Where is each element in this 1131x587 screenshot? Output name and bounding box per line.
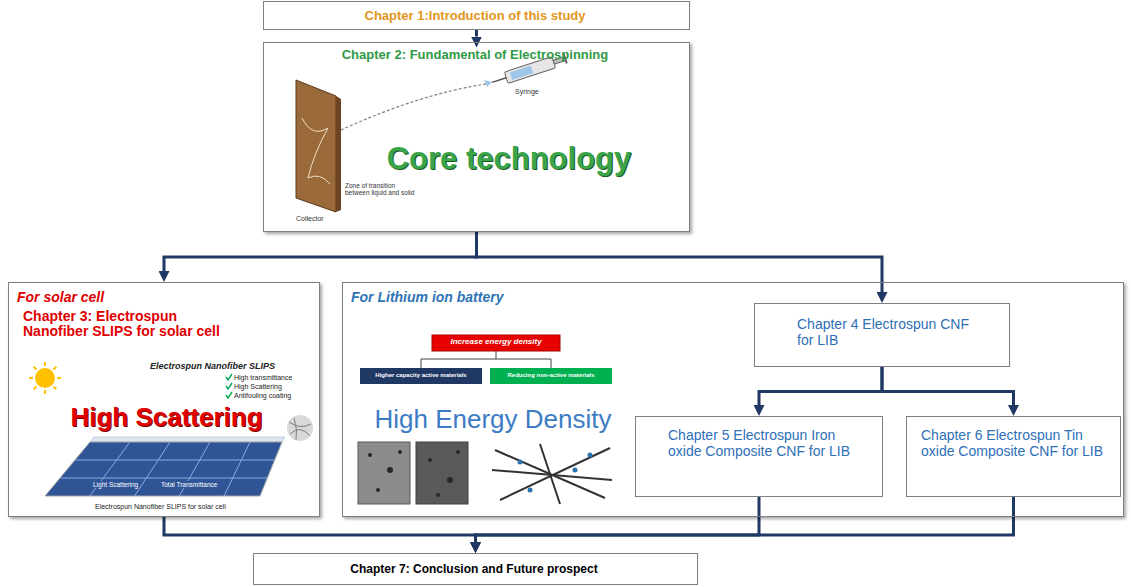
section-heading: For solar cell bbox=[17, 289, 217, 305]
banner-text: Increase energy density bbox=[432, 337, 560, 346]
figure-caption: Electrospun Nanofiber SLIPS for solar ce… bbox=[95, 503, 226, 511]
check-marks bbox=[226, 374, 232, 398]
section-heading: For Lithium ion battery bbox=[351, 289, 611, 305]
particle bbox=[387, 467, 393, 473]
overlay-caption: High Energy Density bbox=[348, 405, 638, 435]
flow-arrow bbox=[475, 30, 478, 37]
overlay-caption: High Scattering bbox=[39, 403, 294, 433]
chapter-title: Chapter 6 Electrospun Tin oxide Composit… bbox=[921, 427, 1111, 459]
particle bbox=[528, 488, 533, 493]
nanofiber-schematic bbox=[492, 444, 612, 504]
figure-note: Total Transmittance bbox=[160, 481, 218, 488]
chapter-box: Chapter 7: Conclusion and Future prospec… bbox=[253, 553, 698, 585]
flow-arrow bbox=[759, 367, 882, 405]
collector-plate bbox=[296, 80, 336, 212]
sun-ray bbox=[44, 390, 46, 394]
particle bbox=[376, 488, 380, 492]
chapter-title: Chapter 7: Conclusion and Future prospec… bbox=[254, 563, 694, 577]
sun-ray bbox=[54, 387, 57, 390]
particle bbox=[588, 453, 593, 458]
tem-image bbox=[358, 442, 410, 504]
grid-line bbox=[75, 460, 275, 461]
chapter-title: Chapter 1:Introduction of this study bbox=[264, 9, 686, 24]
chapter-box: Chapter 2: Fundamental of Electrospinnin… bbox=[263, 42, 690, 232]
syringe-solution bbox=[510, 66, 533, 80]
fiber-line bbox=[540, 444, 560, 504]
sun-ray bbox=[29, 377, 33, 379]
sun-ray bbox=[44, 362, 46, 366]
particle bbox=[428, 458, 432, 462]
feature-item: Antifouling coating bbox=[234, 392, 291, 400]
flow-arrow bbox=[477, 232, 883, 292]
fiber-strands bbox=[289, 418, 311, 440]
part-label: Collector bbox=[296, 215, 324, 223]
tem-image bbox=[416, 442, 468, 504]
category-text: Higher capacity active materials bbox=[360, 372, 482, 379]
sun-ray bbox=[34, 387, 37, 390]
grid-line bbox=[60, 478, 267, 479]
particle bbox=[398, 450, 402, 454]
sun-ray bbox=[54, 367, 57, 370]
feature-item: High transmittance bbox=[234, 374, 292, 382]
overlay-caption: Core technology bbox=[349, 141, 669, 177]
solar-panel bbox=[45, 442, 282, 496]
chapter-title: Chapter 4 Electrospun CNF for LIB bbox=[797, 316, 972, 348]
tree-lines bbox=[421, 351, 551, 368]
figure-title: Electrospun Nanofiber SLIPS bbox=[150, 361, 275, 371]
polymer-jet bbox=[341, 84, 486, 130]
particle bbox=[456, 450, 460, 454]
part-label: Zone of transition between liquid and so… bbox=[345, 182, 417, 196]
sun-rays bbox=[29, 362, 61, 394]
fiber-line bbox=[500, 448, 610, 500]
chapter-title: Chapter 5 Electrospun Iron oxide Composi… bbox=[668, 427, 868, 459]
nanoparticle-dots bbox=[368, 450, 460, 497]
category-text: Reducing non-active materials bbox=[490, 372, 612, 379]
particle bbox=[573, 468, 578, 473]
particle bbox=[436, 493, 440, 497]
section-panel: For Lithium ion batteryHigh Energy Densi… bbox=[342, 282, 1124, 517]
syringe-needle bbox=[492, 78, 506, 83]
sun-ray bbox=[34, 367, 37, 370]
particle bbox=[447, 477, 453, 483]
category-box bbox=[360, 368, 482, 384]
banner-box bbox=[432, 335, 560, 351]
flow-arrow bbox=[882, 367, 1014, 405]
chapter-box: Chapter 4 Electrospun CNF for LIB bbox=[754, 303, 1010, 367]
slips-coating bbox=[90, 437, 285, 442]
fiber-mat bbox=[302, 118, 330, 184]
grid-line bbox=[224, 442, 250, 496]
chapter-title: Chapter 2: Fundamental of Electrospinnin… bbox=[264, 48, 686, 63]
collector-edge bbox=[336, 96, 341, 212]
category-box bbox=[490, 368, 612, 384]
feature-item: High Scattering bbox=[234, 383, 282, 391]
chapter-box: Chapter 6 Electrospun Tin oxide Composit… bbox=[906, 416, 1121, 497]
flow-arrow bbox=[164, 517, 476, 542]
flow-arrow bbox=[476, 497, 1014, 542]
active-particles bbox=[518, 453, 593, 493]
chapter-box: Chapter 1:Introduction of this study bbox=[263, 1, 690, 30]
sun-ray bbox=[57, 377, 61, 379]
part-label: Syringe bbox=[515, 88, 539, 96]
particle bbox=[368, 453, 372, 457]
chapter-title: Chapter 3: Electrospun Nanofiber SLIPS f… bbox=[23, 309, 238, 340]
sun-symbol bbox=[35, 368, 55, 388]
chapter-box: Chapter 5 Electrospun Iron oxide Composi… bbox=[635, 416, 883, 497]
flow-arrow bbox=[164, 232, 477, 271]
particle bbox=[518, 460, 523, 465]
magnified-fibers bbox=[286, 414, 314, 442]
figure-note: Light Scattering bbox=[92, 481, 139, 488]
taylor-cone bbox=[484, 80, 492, 87]
panel-grid bbox=[60, 442, 275, 496]
